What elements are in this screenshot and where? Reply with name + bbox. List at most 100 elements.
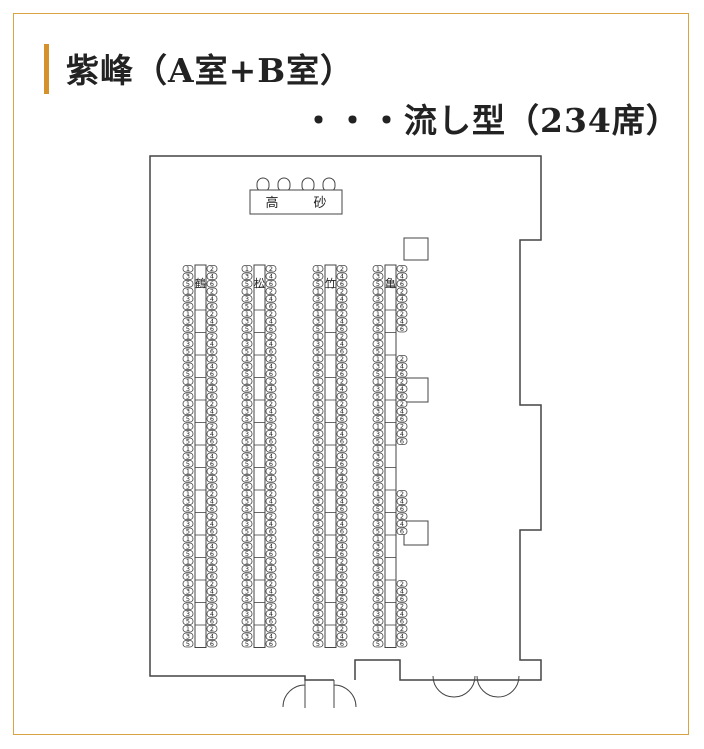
seat-number: 4	[400, 317, 404, 325]
seat-number: 2	[210, 400, 214, 408]
seat-number: 5	[186, 505, 190, 513]
seat	[312, 377, 324, 385]
seat-number: 2	[340, 602, 344, 610]
seat-number: 5	[376, 550, 380, 558]
seat-number: 2	[400, 265, 404, 273]
seat-number: 5	[376, 460, 380, 468]
seat-number: 3	[245, 610, 249, 618]
seat	[182, 415, 194, 423]
seat-number: 3	[245, 385, 249, 393]
seat-number: 6	[400, 617, 404, 625]
seat	[372, 550, 384, 558]
seat	[265, 580, 277, 588]
seat-number: 1	[376, 557, 380, 565]
seat-number: 5	[245, 370, 249, 378]
banquet-table	[384, 264, 397, 648]
seat	[241, 422, 253, 430]
seat	[206, 325, 218, 333]
seat	[241, 572, 253, 580]
seat	[241, 497, 253, 505]
seat	[312, 347, 324, 355]
seat	[396, 430, 408, 438]
seat-number: 5	[316, 280, 320, 288]
seat	[182, 527, 194, 535]
seat-number: 3	[316, 407, 320, 415]
seat	[182, 505, 194, 513]
seat	[241, 565, 253, 573]
seat-number: 4	[340, 475, 344, 483]
seat	[206, 602, 218, 610]
seat-number: 2	[340, 467, 344, 475]
seat-number: 6	[210, 415, 214, 423]
seat	[241, 632, 253, 640]
door-right-1	[432, 675, 476, 698]
seat-number: 5	[316, 415, 320, 423]
seat-number: 3	[376, 610, 380, 618]
seat	[265, 280, 277, 288]
seat	[396, 512, 408, 520]
seat-number: 6	[340, 392, 344, 400]
seat-number: 2	[400, 580, 404, 588]
seat-number: 1	[186, 512, 190, 520]
seat-number: 5	[316, 482, 320, 490]
seat-number: 1	[376, 602, 380, 610]
seat-number: 5	[316, 572, 320, 580]
seat-number: 5	[316, 437, 320, 445]
seat-number: 5	[316, 302, 320, 310]
seat-number: 6	[269, 302, 273, 310]
seat-number: 1	[245, 265, 249, 273]
seat-number: 6	[400, 325, 404, 333]
seat	[372, 475, 384, 483]
seat-number: 3	[186, 565, 190, 573]
seat-number: 5	[376, 572, 380, 580]
seat-number: 1	[245, 287, 249, 295]
seat-number: 1	[186, 490, 190, 498]
seat-number: 4	[340, 452, 344, 460]
seat	[372, 572, 384, 580]
seat	[182, 295, 194, 303]
seat	[372, 610, 384, 618]
seat-number: 2	[210, 490, 214, 498]
seat	[372, 512, 384, 520]
seat	[182, 610, 194, 618]
page-frame	[13, 13, 689, 735]
seat	[396, 490, 408, 498]
seat-number: 5	[316, 595, 320, 603]
seat	[372, 272, 384, 280]
seat	[372, 385, 384, 393]
seat	[372, 355, 384, 363]
seat	[241, 602, 253, 610]
seat	[312, 497, 324, 505]
seat-number: 3	[245, 475, 249, 483]
seat-number: 1	[245, 400, 249, 408]
seat	[241, 310, 253, 318]
seat-number: 3	[376, 587, 380, 595]
seat-number: 4	[269, 610, 273, 618]
seat	[372, 565, 384, 573]
seat	[265, 400, 277, 408]
seat-number: 3	[186, 452, 190, 460]
seat	[241, 610, 253, 618]
seat	[206, 557, 218, 565]
seat	[265, 332, 277, 340]
seat	[396, 580, 408, 588]
seat-number: 2	[340, 557, 344, 565]
seat	[336, 490, 348, 498]
seat	[396, 377, 408, 385]
seat	[336, 347, 348, 355]
seat-number: 2	[269, 377, 273, 385]
seat-number: 5	[245, 437, 249, 445]
seat-number: 3	[245, 317, 249, 325]
seat-number: 5	[186, 302, 190, 310]
table-column: 亀135135135135135135135135135135135135135…	[372, 264, 408, 648]
seat	[372, 490, 384, 498]
seat	[241, 542, 253, 550]
seat	[241, 407, 253, 415]
seat	[182, 565, 194, 573]
seat-number: 6	[210, 482, 214, 490]
seat	[241, 317, 253, 325]
seat-number: 5	[186, 437, 190, 445]
seat-number: 4	[400, 385, 404, 393]
seat	[206, 520, 218, 528]
seat-number: 5	[376, 640, 380, 648]
